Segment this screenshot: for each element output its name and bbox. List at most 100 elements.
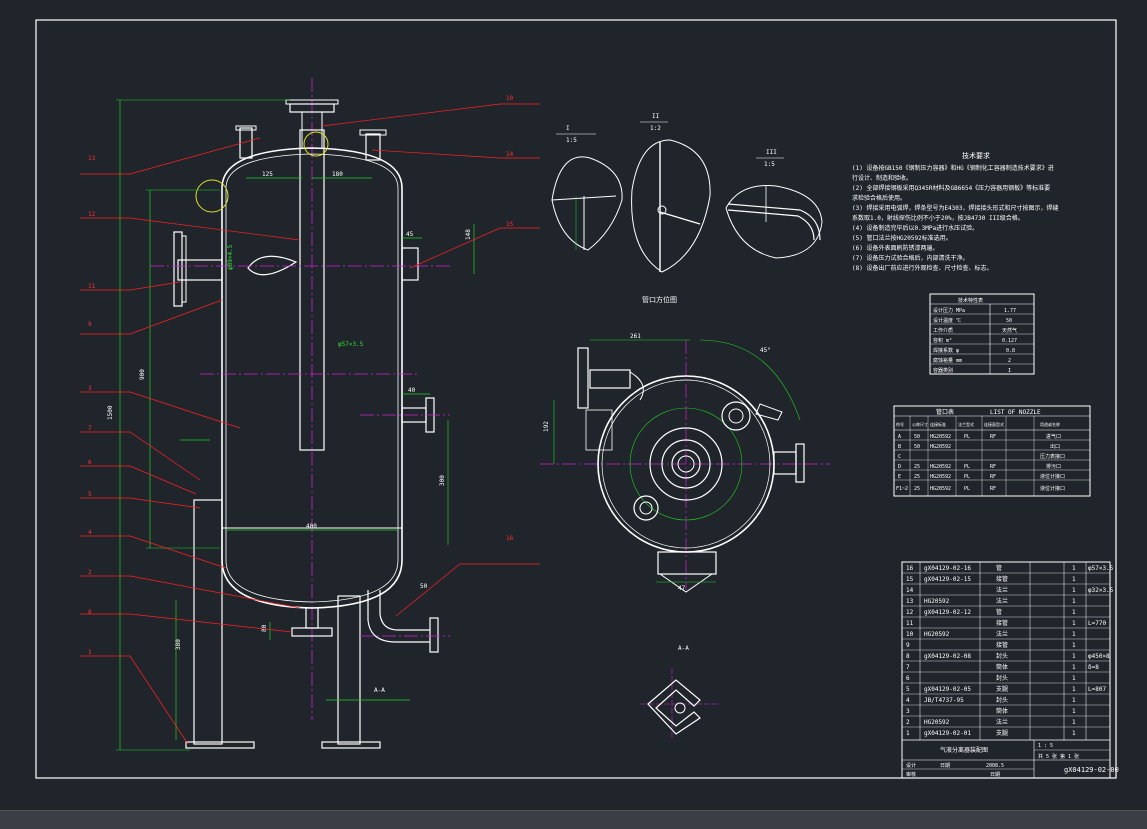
svg-text:II: II [652,113,660,120]
dim-h-shell: 900 [139,369,146,380]
title-block-scale: 1 : 5 [1038,743,1053,749]
svg-text:求检验合格后使用。: 求检验合格后使用。 [852,194,906,202]
svg-text:25: 25 [914,464,920,470]
part-no-12: 12 [88,211,96,218]
svg-text:φ32×3.5: φ32×3.5 [1088,587,1114,594]
part-no-5: 5 [88,491,92,498]
svg-text:进气口: 进气口 [1046,433,1061,440]
status-bar [0,810,1147,829]
svg-text:(1) 设备按GB150《钢制压力容器》和HG《钢制化工容器: (1) 设备按GB150《钢制压力容器》和HG《钢制化工容器制造技术要求》进 [852,164,1054,172]
svg-text:0.8: 0.8 [1006,348,1015,354]
svg-text:2008.5: 2008.5 [986,763,1004,769]
svg-text:日期: 日期 [940,763,950,769]
svg-text:1: 1 [1072,587,1076,594]
svg-text:(4) 设备制造完毕后以0.3MPa进行水压试验。: (4) 设备制造完毕后以0.3MPa进行水压试验。 [852,224,978,232]
svg-text:I: I [566,125,570,132]
svg-text:HG20592: HG20592 [924,719,950,726]
svg-text:D: D [898,464,901,470]
svg-text:PL: PL [964,474,970,480]
part-no-7: 7 [88,425,92,432]
svg-text:2: 2 [906,719,910,726]
svg-text:gX04129-02-15: gX04129-02-15 [924,576,971,583]
svg-text:11: 11 [906,620,914,627]
part-no-14: 14 [506,151,514,158]
svg-text:φ450×8: φ450×8 [1088,653,1110,660]
part-leaders: 13 10 14 12 15 11 9 3 7 6 5 4 2 8 1 16 [80,95,540,745]
part-no-13: 13 [88,155,96,162]
svg-text:192: 192 [543,421,550,432]
svg-text:gX04129-02-01: gX04129-02-01 [924,730,971,737]
svg-text:L=807: L=807 [1088,686,1106,693]
svg-text:1: 1 [1072,576,1076,583]
svg-text:I: I [1008,368,1011,374]
svg-text:1: 1 [1072,565,1076,572]
detail-view-III: III 1:5 [725,149,823,259]
svg-text:47: 47 [678,585,686,592]
section-aa-label-main: A-A [374,687,385,694]
svg-text:(6) 设备外表面刷防锈漆两遍。: (6) 设备外表面刷防锈漆两遍。 [852,244,938,252]
svg-text:支腿: 支腿 [996,729,1008,737]
svg-text:1: 1 [1072,664,1076,671]
svg-text:4: 4 [906,697,910,704]
svg-text:15: 15 [906,576,914,583]
svg-text:法兰: 法兰 [996,597,1008,605]
svg-text:III: III [766,149,777,156]
svg-text:管: 管 [996,564,1002,572]
svg-text:25: 25 [914,486,920,492]
svg-text:E: E [898,474,901,480]
svg-text:HG20592: HG20592 [930,464,951,470]
svg-text:行设计、制造和验收。: 行设计、制造和验收。 [852,174,912,182]
svg-text:A-A: A-A [678,645,689,652]
svg-text:2: 2 [1008,358,1011,364]
svg-text:符号: 符号 [896,421,904,427]
nozzle-table: 管口表 LIST OF NOZZLE 符号 公称尺寸 连接标准 法兰型式 连接面… [893,405,1091,497]
svg-text:PL: PL [964,486,970,492]
svg-text:法兰型式: 法兰型式 [958,421,974,427]
svg-text:HG20592: HG20592 [930,434,951,440]
svg-text:连接标准: 连接标准 [930,421,946,427]
svg-text:1:5: 1:5 [566,137,577,144]
svg-text:(5) 管口法兰按HG20592标准选用。: (5) 管口法兰按HG20592标准选用。 [852,234,952,242]
dim-top2: 180 [332,171,343,178]
svg-text:gX04129-02-12: gX04129-02-12 [924,609,971,616]
svg-text:1: 1 [1072,730,1076,737]
part-no-2: 2 [88,569,92,576]
svg-text:1: 1 [1072,675,1076,682]
svg-text:封头: 封头 [996,696,1008,704]
svg-text:φ57×3.5: φ57×3.5 [1088,565,1114,572]
dim-h-lower: 380 [175,639,182,650]
svg-text:压力表接口: 压力表接口 [1040,453,1065,460]
svg-text:公称尺寸: 公称尺寸 [912,421,928,427]
svg-text:用途或名称: 用途或名称 [1040,421,1060,427]
svg-text:261: 261 [630,333,641,340]
orientation-title: 管口方位图 [642,295,677,304]
svg-text:A: A [898,434,901,440]
svg-text:RF: RF [990,486,996,492]
svg-text:B: B [898,444,901,450]
svg-text:5: 5 [906,686,910,693]
svg-text:支腿: 支腿 [996,685,1008,693]
svg-text:筒体: 筒体 [996,707,1008,715]
dim-side1: 40 [408,387,416,394]
drawing-svg[interactable]: 1500 900 380 400 125 180 45 148 40 300 8… [0,0,1147,810]
svg-text:HG20592: HG20592 [930,474,951,480]
section-aa-view: A-A [640,645,720,740]
part-no-15: 15 [506,221,514,228]
part-no-4: 4 [88,529,92,536]
dim-r1: 148 [465,229,472,240]
svg-text:12: 12 [906,609,914,616]
svg-text:6: 6 [906,675,910,682]
cad-canvas[interactable]: 1500 900 380 400 125 180 45 148 40 300 8… [0,0,1147,810]
svg-text:1: 1 [1072,653,1076,660]
part-no-3: 3 [88,385,92,392]
nozzle-orientation-view: 管口方位图 261 45° 192 47 [540,295,830,593]
svg-text:接管: 接管 [996,619,1008,627]
svg-text:δ=8: δ=8 [1088,664,1099,671]
svg-text:7: 7 [906,664,910,671]
svg-text:工作介质: 工作介质 [933,327,953,334]
svg-text:1: 1 [1072,631,1076,638]
svg-text:1: 1 [1072,686,1076,693]
svg-text:9: 9 [906,642,910,649]
svg-text:gX04129-02-05: gX04129-02-05 [924,686,971,693]
